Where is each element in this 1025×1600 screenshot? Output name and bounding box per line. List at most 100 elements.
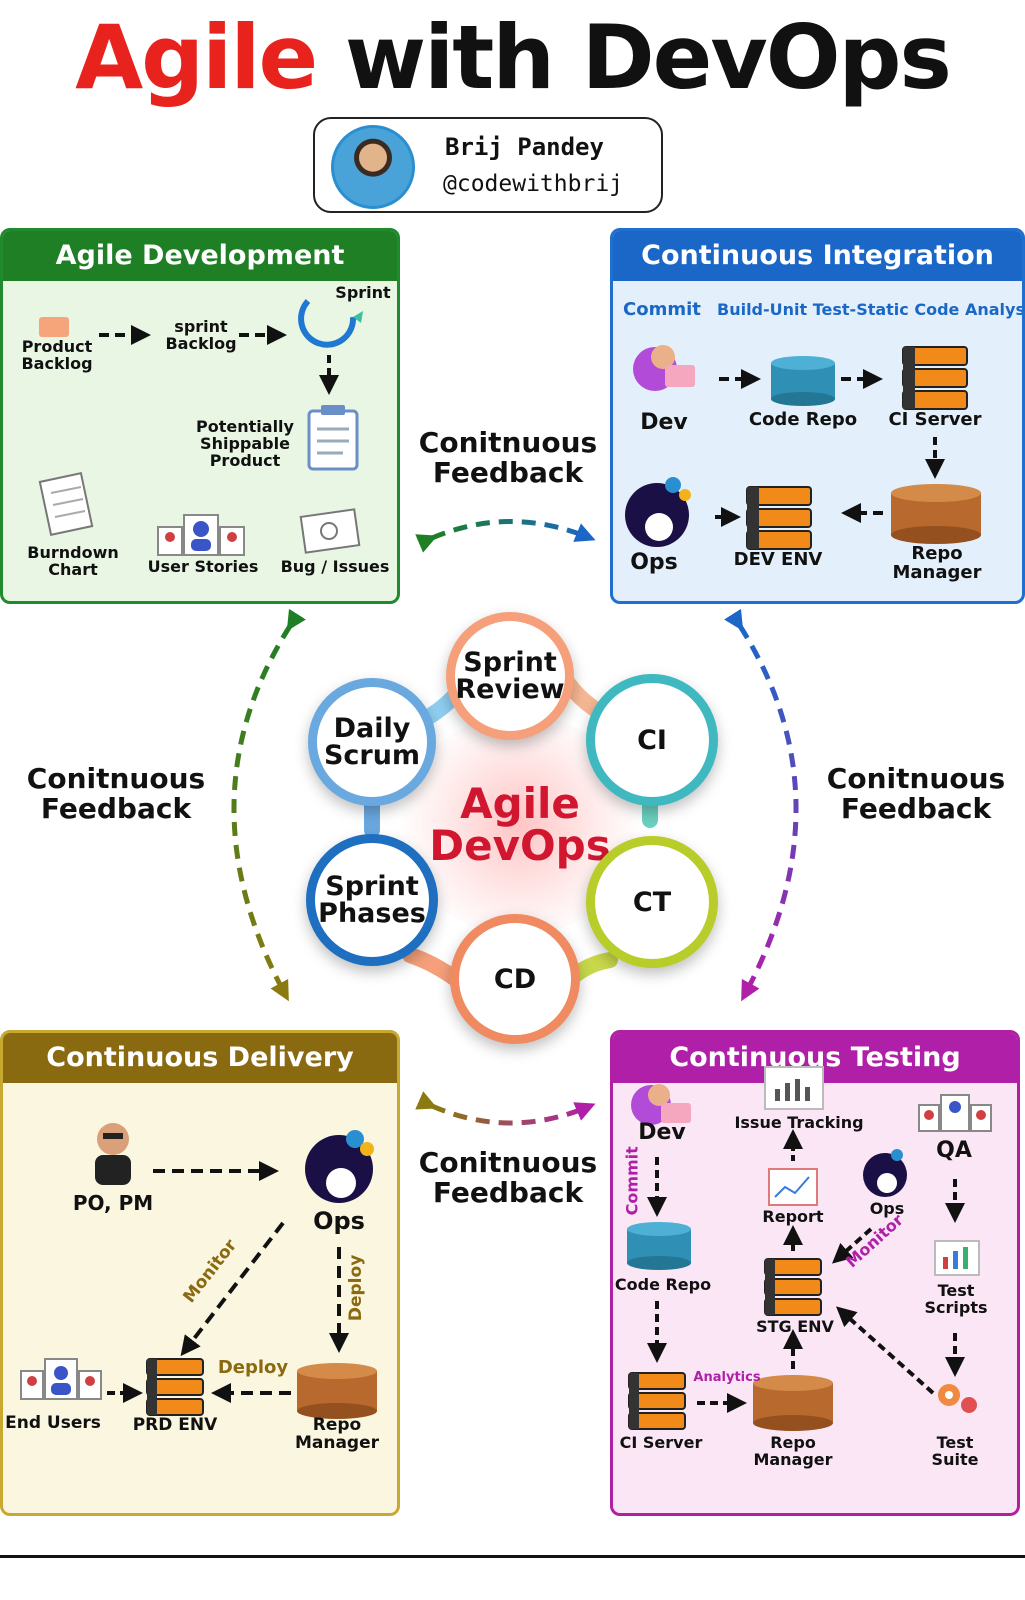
feedback-bottom-line2: Feedback [432,1176,584,1209]
cd-graphics [20,1123,377,1419]
continuous-delivery-panel: Continuous Delivery [0,1030,400,1516]
repo-manager-line2: Manager [753,1449,833,1469]
author-card: Brij Pandey @codewithbrij [313,117,663,213]
daily-scrum-line2: Scrum [323,740,421,771]
developer-icon [633,345,695,391]
bug-issues-label: Bug / Issues [280,557,390,576]
burndown-chart-icon [38,472,94,536]
deploy-horizontal-label: Deploy [217,1357,289,1378]
analytics-label: Analytics [693,1370,761,1385]
po-pm-person-icon [95,1123,131,1185]
clipboard-icon [307,405,359,471]
bottom-divider [0,1555,1025,1558]
report-icon [768,1168,818,1206]
repo-manager-label: Repo Manager [289,1415,385,1453]
repo-manager-icon [297,1363,377,1419]
bug-issues-icon [299,508,361,554]
burndown-line1: Burndown [27,543,119,562]
backlog-card-icon [39,317,69,337]
feedback-arrow-top [415,519,596,553]
feedback-right-line2: Feedback [840,792,992,825]
author-handle: @codewithbrij [443,171,624,197]
sprint-backlog-line2: Backlog [165,333,237,353]
product-backlog-label: Product Backlog [17,337,97,373]
ops-icon [625,477,691,547]
feedback-label-right: Conitnuous Feedback [818,764,1014,824]
shippable-line1: Potentially [196,417,294,436]
sprint-cycle-icon [298,298,363,348]
avatar [331,125,415,209]
sprint-backlog-label: sprint Backlog [161,317,241,353]
dev-env-label: DEV ENV [733,549,823,570]
shippable-line3: Product [209,450,281,470]
repo-manager-line1: Repo [770,1433,816,1452]
hub-center-line1: Agile [460,779,580,828]
repo-manager-line1: Repo [312,1415,362,1435]
panel-title: Continuous Delivery [3,1033,397,1083]
ci-server-label: CI Server [888,409,982,430]
hub-ct: CT [586,836,718,968]
ci-server-label: CI Server [619,1433,703,1452]
feedback-bottom-line1: Conitnuous [418,1146,598,1179]
continuous-integration-panel: Continuous Integration Commit Build-Unit… [610,228,1025,604]
build-line-label: Build-Unit Test-Static Code Analysis [717,300,1025,319]
stg-env-label: STG ENV [756,1317,834,1336]
commit-label: Commit [623,299,701,320]
feedback-label-bottom: Conitnuous Feedback [410,1148,606,1208]
arrow-suite-to-stg [836,1306,935,1395]
feedback-label-left: Conitnuous Feedback [18,764,214,824]
panel-title: Continuous Testing [613,1033,1017,1083]
product-backlog-line2: Backlog [21,353,93,373]
qa-label: QA [936,1138,972,1163]
shippable-line2: Shippable [200,433,290,453]
hub-center-line2: DevOps [429,821,611,870]
issue-tracking-label: Issue Tracking [734,1113,864,1132]
burndown-chart-label: Burndown Chart [23,543,123,579]
panel-title: Continuous Integration [613,231,1022,281]
repo-manager-icon [753,1375,833,1431]
title-agile: Agile [75,6,318,109]
repo-manager-line2: Manager [294,1432,380,1453]
ops-icon [863,1149,907,1197]
code-repo-icon [627,1222,691,1270]
test-suite-line2: Suite [931,1449,979,1469]
user-stories-label: User Stories [147,557,259,576]
arrow-ops-monitor-stg [832,1227,873,1264]
repo-manager-line1: Repo [911,543,963,564]
po-pm-label: PO, PM [72,1191,154,1215]
end-users-label: End Users [5,1413,101,1433]
feedback-arrow-left [231,608,306,1002]
sprint-backlog-line1: sprint [174,317,228,336]
hub-cd: CD [450,914,580,1044]
code-repo-icon [771,356,835,406]
ci-server-icon [628,1372,686,1430]
end-users-icon [20,1358,102,1400]
product-backlog-line1: Product [21,337,93,356]
test-suite-line1: Test [936,1433,974,1452]
sprint-phases-line1: Sprint [325,871,419,902]
shippable-product-label: Potentially Shippable Product [195,417,295,470]
ops-label: Ops [869,1199,905,1218]
repo-manager-label: Repo Manager [889,543,985,583]
user-stories-icon [157,514,245,556]
ops-label: Ops [313,1207,365,1235]
prd-env-label: PRD ENV [132,1415,218,1435]
code-repo-label: Code Repo [614,1275,712,1294]
feedback-arrow-bottom [415,1091,596,1126]
repo-manager-icon [891,484,981,544]
issue-tracking-icon [764,1066,824,1110]
code-repo-label: Code Repo [748,409,858,430]
developer-icon [631,1084,691,1125]
daily-scrum-line1: Daily [333,713,411,744]
ci-server-icon [902,346,968,410]
panel-title: Agile Development [3,231,397,281]
sprint-review-line2: Review [455,674,565,705]
dev-label: Dev [640,410,688,435]
arrow-ops-monitor-prd [180,1221,285,1357]
test-scripts-line1: Test [937,1281,975,1300]
ci-graphics [625,345,981,550]
author-name: Brij Pandey [445,133,604,161]
test-suite-label: Test Suite [913,1433,997,1469]
